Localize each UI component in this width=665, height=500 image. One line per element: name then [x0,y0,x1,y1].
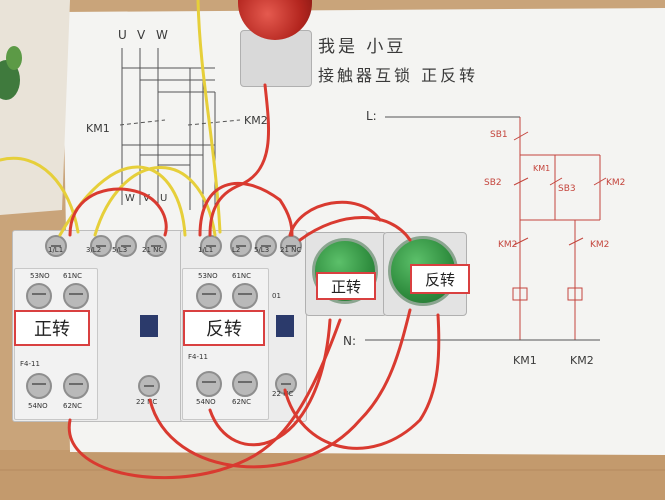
aux-model-label: F4-11 [188,353,208,361]
aux-label: 62NC [232,398,252,406]
terminal-label: 3/L2 [86,246,102,254]
terminal-screw [63,373,89,399]
line-l-label: L: [366,109,377,123]
terminal-screw [26,283,52,309]
phase-u-label: U [118,28,127,42]
aux-label: 54NO [196,398,216,406]
aux-label: 61NC [232,272,252,280]
coil-km2-label: KM2 [570,354,594,367]
terminal-screw [26,373,52,399]
reverse-label-tag: 反转 [183,310,265,346]
terminal-screw [232,283,258,309]
terminal-label: 22 NC [136,398,158,406]
terminal-screw [115,235,137,257]
forward-label-tag: 正转 [14,310,90,346]
km2-power-label: KM2 [244,114,268,127]
coil-km1-label: KM1 [513,354,537,367]
terminal-screw [275,373,297,395]
side-label: 01 [272,292,281,300]
km1-aux-label: KM1 [533,164,551,173]
sb2-label: SB2 [484,178,502,188]
forward-button-tag: 正转 [316,272,376,300]
terminal-label: 5/L3 [112,246,128,254]
terminal-label: L2 [232,246,241,254]
terminal-label: 5/L3 [254,246,270,254]
reverse-button-tag: 反转 [410,264,470,294]
motor-v-label: V [143,193,150,204]
aux-model-label: F4-11 [20,360,40,368]
contactor-window [140,315,158,337]
aux-label: 61NC [63,272,83,280]
aux-label: 53NO [30,272,50,280]
km1-nc-label: KM2 [590,240,610,250]
terminal-label: 22 NC [272,390,294,398]
terminal-screw [232,371,258,397]
control-circuit-drawing [365,116,607,341]
aux-label: 53NO [198,272,218,280]
sb1-label: SB1 [490,130,508,140]
terminal-screw [63,283,89,309]
note-line-2: 接触器互锁 正反转 [318,66,479,85]
aux-label: 62NC [63,402,83,410]
terminal-label: 1/L1 [48,246,64,254]
phase-w-label: W [156,28,168,42]
terminal-screw [280,235,302,257]
aux-label: 54NO [28,402,48,410]
km2-aux-label: KM2 [606,178,626,188]
terminal-screw [230,235,252,257]
terminal-screw [138,375,160,397]
motor-u-label: U [160,193,168,204]
terminal-screw [196,283,222,309]
terminal-screw [196,371,222,397]
motor-w-label: W [125,193,135,204]
terminal-screw [255,235,277,257]
km1-power-label: KM1 [86,122,110,135]
line-n-label: N: [343,334,357,348]
phase-v-label: V [137,28,146,42]
contactor-window [276,315,294,337]
power-circuit-drawing [119,48,241,210]
terminal-screw [45,235,67,257]
note-line-1: 我是 小豆 [318,37,407,57]
terminal-screw [145,235,167,257]
terminal-label: 21 NC [280,246,302,254]
terminal-screw [90,235,112,257]
terminal-label: 21 NC [142,246,164,254]
terminal-label: 1/L1 [198,246,214,254]
sb3-label: SB3 [558,184,576,194]
km2-nc-label: KM2 [498,240,518,250]
